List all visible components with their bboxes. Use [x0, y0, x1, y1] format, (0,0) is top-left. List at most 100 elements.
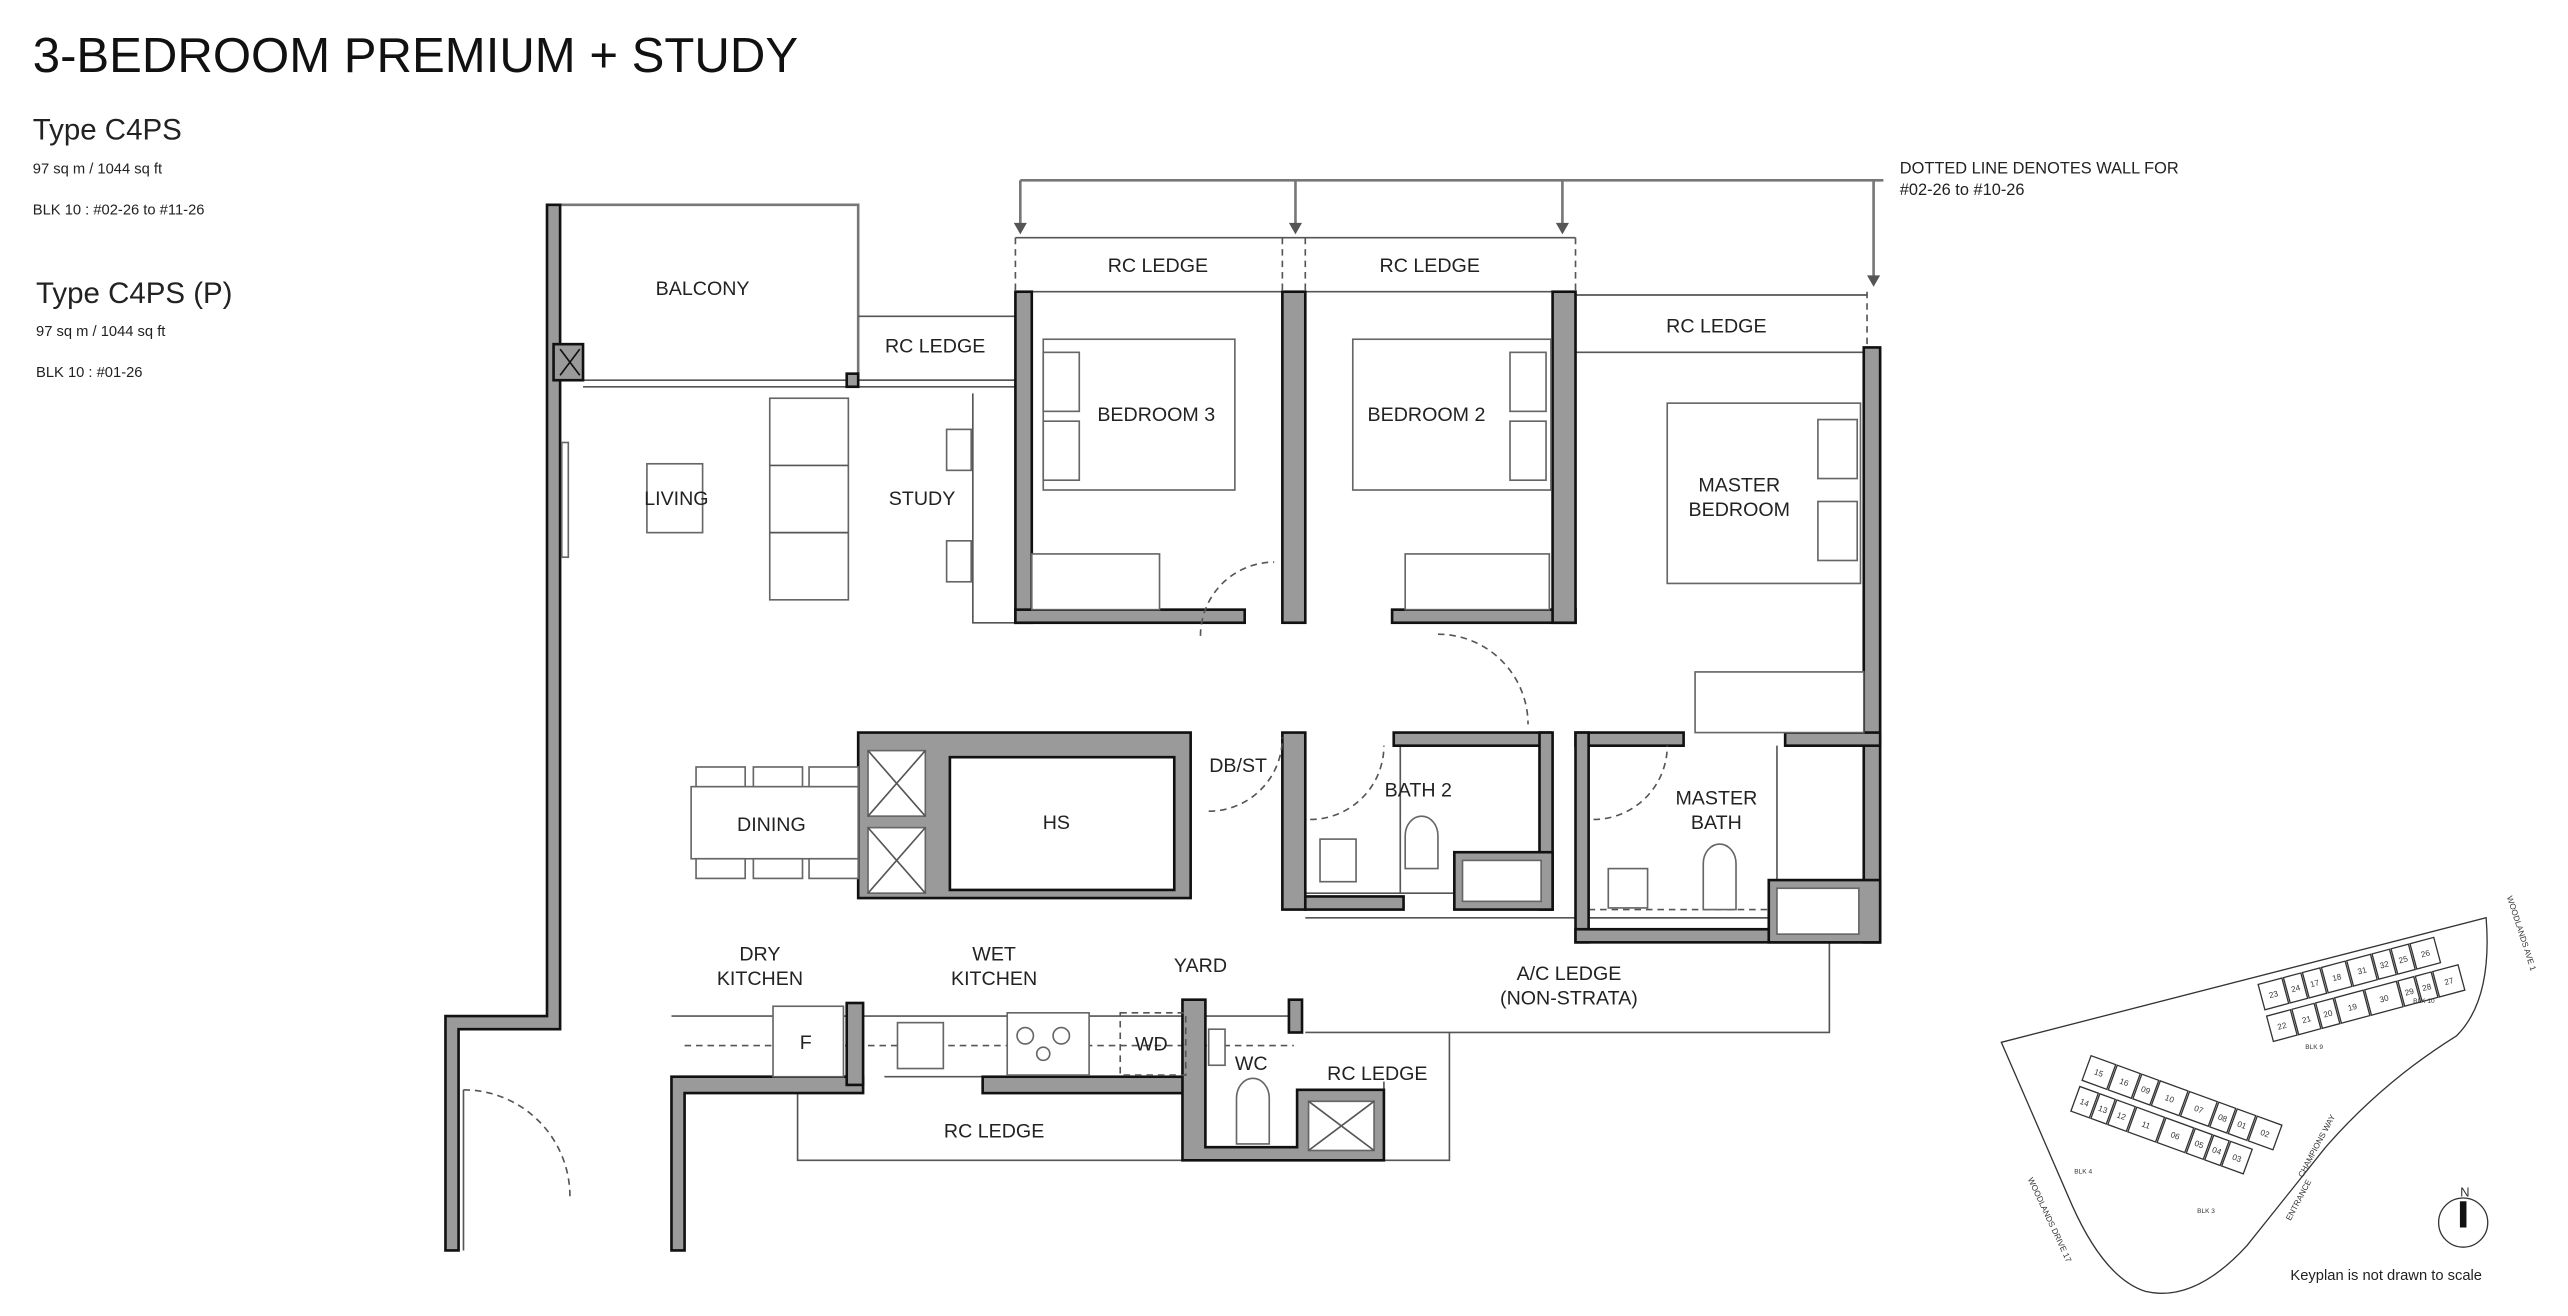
label-rc-ledge-kitchen: RC LEDGE: [944, 1120, 1044, 1142]
keyplan-unit-label: 02: [2259, 1128, 2271, 1140]
keyplan-blk4: BLK 4: [2074, 1168, 2092, 1175]
keyplan-unit-label: 22: [2277, 1021, 2289, 1032]
keyplan-unit-14: [2070, 1085, 2100, 1119]
keyplan-unit-07: [2179, 1090, 2219, 1128]
type-c4ps-units: BLK 10 : #02-26 to #11-26: [33, 203, 205, 219]
dotted-wall-note-leader: [1013, 178, 1884, 287]
keyplan-unit-03: [2220, 1140, 2254, 1175]
fixtures: [462, 338, 1865, 1251]
keyplan-unit-label: 21: [2301, 1014, 2313, 1025]
keyplan-unit-label: 26: [2420, 948, 2432, 959]
keyplan-unit-28: [2414, 971, 2439, 1003]
keyplan-unit-label: 11: [2140, 1120, 2151, 1132]
keyplan-unit-label: 09: [2140, 1085, 2152, 1097]
keyplan-unit-26: [2409, 936, 2442, 970]
keyplan-blk9: BLK 9: [2305, 1044, 2323, 1051]
keyplan-unit-32: [2371, 948, 2398, 981]
keyplan-unit-label: 14: [2079, 1097, 2091, 1109]
keyplan-unit-09: [2132, 1073, 2160, 1106]
label-hs: HS: [1043, 812, 1070, 834]
keyplan-unit-20: [2314, 997, 2341, 1030]
label-master-bath-2: BATH: [1691, 812, 1742, 834]
keyplan-unit-label: 32: [2379, 959, 2391, 970]
label-fridge: F: [800, 1032, 812, 1054]
label-wet-kitchen-1: WET: [972, 943, 1016, 965]
keyplan-unit-29: [2397, 975, 2422, 1008]
keyplan-unit-25: [2390, 943, 2417, 975]
keyplan-unit-19: [2333, 989, 2371, 1025]
label-bedroom-2: BEDROOM 2: [1368, 404, 1486, 426]
dotted-wall-note-line1: DOTTED LINE DENOTES WALL FOR: [1900, 160, 2179, 178]
label-rc-ledge-bedroom3: RC LEDGE: [1108, 255, 1208, 277]
label-balcony: BALCONY: [656, 278, 750, 300]
page-title: 3-BEDROOM PREMIUM + STUDY: [33, 29, 798, 83]
keyplan-unit-27: [2431, 963, 2466, 998]
label-bedroom-3: BEDROOM 3: [1097, 404, 1215, 426]
keyplan-unit-13: [2090, 1092, 2117, 1125]
keyplan-unit-label: 12: [2115, 1111, 2127, 1123]
keyplan-unit-label: 19: [2347, 1002, 2359, 1013]
label-ac-ledge-1: A/C LEDGE: [1517, 963, 1622, 985]
keyplan-unit-label: 08: [2217, 1113, 2229, 1125]
keyplan-unit-label: 27: [2443, 976, 2455, 987]
keyplan-unit-label: 28: [2421, 982, 2433, 993]
keyplan-unit-21: [2291, 1002, 2322, 1036]
label-rc-ledge-bedroom2: RC LEDGE: [1380, 255, 1480, 277]
keyplan-unit-label: 03: [2231, 1153, 2243, 1165]
keyplan-caption: Keyplan is not drawn to scale: [2290, 1268, 2482, 1284]
keyplan-blk10: BLK 10: [2413, 998, 2435, 1005]
north-label: N: [2460, 1184, 2469, 1199]
label-master-bedroom-1: MASTER: [1698, 475, 1780, 497]
keyplan-unit-08: [2208, 1101, 2237, 1134]
label-dining: DINING: [737, 814, 806, 836]
keyplan-unit-label: 13: [2097, 1104, 2109, 1116]
label-rc-ledge-wc: RC LEDGE: [1327, 1063, 1427, 1085]
keyplan-unit-label: 23: [2268, 989, 2280, 1000]
room-labels: BALCONY RC LEDGE LIVING STUDY RC LEDGE R…: [644, 255, 1790, 1142]
keyplan-unit-01: [2227, 1108, 2257, 1142]
keyplan-unit-label: 06: [2169, 1130, 2181, 1142]
keyplan-unit-label: 07: [2193, 1104, 2205, 1116]
keyplan-unit-22: [2265, 1008, 2298, 1043]
keyplan-unit-23: [2257, 977, 2290, 1011]
keyplan-unit-30: [2363, 980, 2404, 1016]
keyplan-unit-15: [2081, 1054, 2117, 1091]
type-c4ps-p-units: BLK 10 : #01-26: [36, 365, 142, 381]
label-living: LIVING: [644, 488, 708, 510]
type-c4ps-title: Type C4PS: [33, 113, 182, 146]
label-dry-kitchen-1: DRY: [739, 943, 780, 965]
label-master-bedroom-2: BEDROOM: [1689, 499, 1790, 521]
label-rc-ledge-master: RC LEDGE: [1666, 316, 1766, 338]
keyplan-unit-24: [2282, 972, 2309, 1004]
keyplan-unit-02: [2247, 1115, 2283, 1151]
road-woodlands-ave-1: WOODLANDS AVE 1: [2505, 895, 2538, 973]
keyplan-unit-label: 31: [2357, 965, 2369, 976]
keyplan-unit-12: [2106, 1099, 2137, 1133]
label-yard: YARD: [1174, 955, 1227, 977]
keyplan-unit-04: [2203, 1134, 2230, 1167]
walls: [444, 203, 1882, 1252]
keyplan-unit-label: 10: [2164, 1093, 2176, 1105]
keyplan-unit-label: 25: [2398, 954, 2410, 965]
type-c4ps-area: 97 sq m / 1044 sq ft: [33, 162, 162, 178]
keyplan-unit-label: 30: [2379, 993, 2391, 1004]
keyplan-unit-label: 17: [2309, 978, 2321, 989]
label-washer-dryer: WD: [1135, 1034, 1168, 1056]
label-rc-ledge-balcony: RC LEDGE: [885, 335, 985, 357]
keyplan-unit-10: [2150, 1080, 2189, 1117]
keyplan-unit-label: 15: [2093, 1067, 2105, 1079]
label-wet-kitchen-2: KITCHEN: [951, 968, 1037, 990]
keyplan-unit-label: 16: [2118, 1077, 2130, 1089]
keyplan-unit-16: [2107, 1064, 2142, 1100]
keyplan-unit-05: [2185, 1127, 2214, 1161]
label-wc: WC: [1235, 1053, 1268, 1075]
keyplan-unit-label: 01: [2236, 1120, 2248, 1132]
keyplan-unit-11: [2126, 1106, 2166, 1143]
label-dry-kitchen-2: KITCHEN: [717, 968, 803, 990]
label-study: STUDY: [889, 488, 956, 510]
label-bath-2: BATH 2: [1385, 779, 1452, 801]
type-c4ps-p-title: Type C4PS (P): [36, 277, 232, 310]
